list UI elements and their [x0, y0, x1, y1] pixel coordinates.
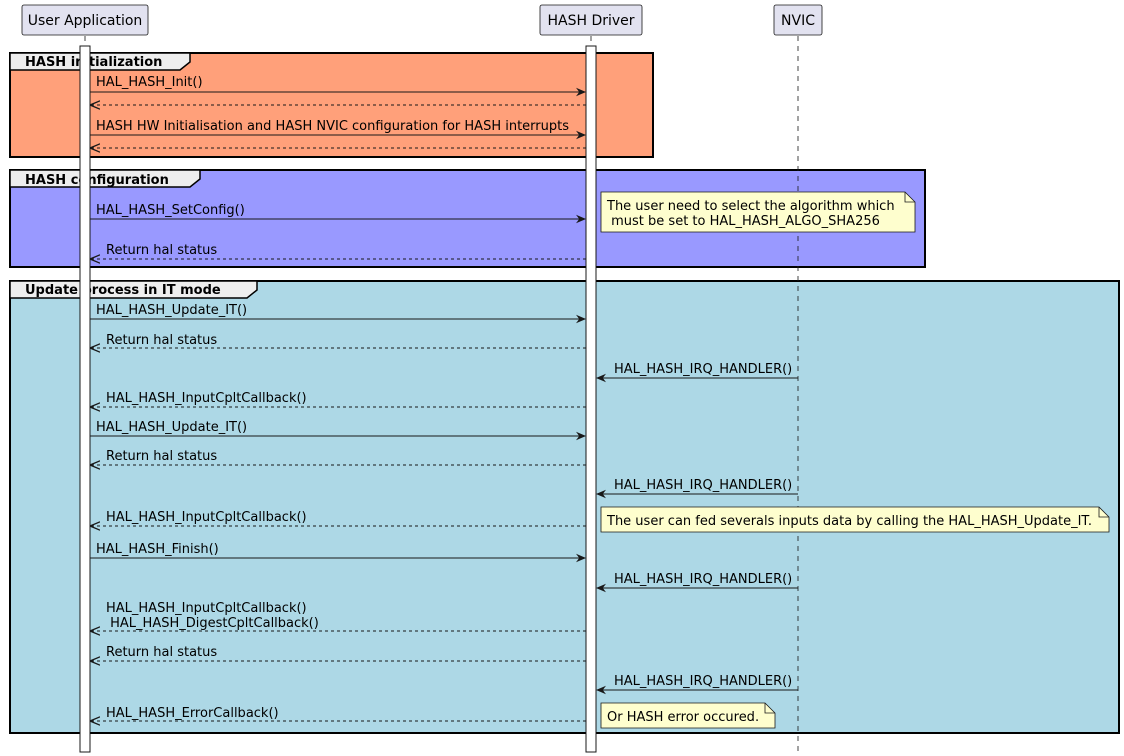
message-label: Return hal status	[106, 645, 217, 660]
message-label: HAL_HASH_InputCpltCallback()	[106, 391, 307, 406]
note-multiple-inputs: The user can fed severals inputs data by…	[600, 506, 1110, 533]
activation-bar-app	[79, 45, 91, 753]
message-hw-init-call: HASH HW Initialisation and HASH NVIC con…	[90, 119, 586, 140]
message-label: HAL_HASH_IRQ_HANDLER()	[614, 362, 792, 377]
message-update-call-1: HAL_HASH_Update_IT()	[90, 303, 586, 324]
note-algorithm-line-1: The user need to select the algorithm wh…	[606, 199, 895, 214]
participant-drv-label: HASH Driver	[547, 13, 634, 29]
message-irq-4: HAL_HASH_IRQ_HANDLER()	[596, 674, 798, 695]
message-finish-call: HAL_HASH_Finish()	[90, 542, 586, 563]
message-label: HAL_HASH_InputCpltCallback()	[106, 510, 307, 525]
group-init-title: HASH initialization	[25, 55, 162, 70]
message-label: HAL_HASH_SetConfig()	[96, 203, 245, 218]
group-update-title-tab: Update process in IT mode	[9, 280, 258, 299]
message-setconfig-return: Return hal status	[91, 243, 586, 259]
activation-bar-drv	[585, 45, 597, 753]
participant-drv: HASH Driver	[539, 4, 643, 36]
message-label: HAL_HASH_Finish()	[96, 542, 219, 557]
note-algorithm-line-2: must be set to HAL_HASH_ALGO_SHA256	[607, 214, 880, 229]
note-error-text: Or HASH error occured.	[607, 710, 759, 725]
message-update-return-1: Return hal status	[91, 333, 586, 348]
message-finish-return: Return hal status	[91, 645, 586, 661]
group-config-title-tab: HASH configuration	[9, 169, 201, 188]
message-error-callback: HAL_HASH_ErrorCallback()	[91, 706, 586, 721]
message-label: HAL_HASH_IRQ_HANDLER()	[614, 478, 792, 493]
message-label-line-2: HAL_HASH_DigestCpltCallback()	[106, 616, 319, 631]
message-label: Return hal status	[106, 333, 217, 348]
message-irq-3: HAL_HASH_IRQ_HANDLER()	[596, 572, 798, 593]
group-update-title: Update process in IT mode	[25, 283, 221, 298]
message-label: HAL_HASH_Update_IT()	[96, 420, 247, 435]
note-algorithm: The user need to select the algorithm wh…	[600, 191, 916, 233]
message-update-return-2: Return hal status	[91, 449, 586, 465]
note-multiple-inputs-text: The user can fed severals inputs data by…	[606, 514, 1092, 529]
message-irq-1: HAL_HASH_IRQ_HANDLER()	[596, 362, 798, 383]
note-error: Or HASH error occured.	[600, 702, 776, 729]
message-label: Return hal status	[106, 243, 217, 258]
message-label: HAL_HASH_IRQ_HANDLER()	[614, 572, 792, 587]
message-label: HASH HW Initialisation and HASH NVIC con…	[96, 119, 569, 134]
participant-nvic: NVIC	[773, 4, 823, 36]
group-config-title: HASH configuration	[25, 173, 169, 188]
message-label: Return hal status	[106, 449, 217, 464]
participant-app-label: User Application	[28, 13, 143, 29]
group-init-title-tab: HASH initialization	[9, 52, 191, 71]
message-label: HAL_HASH_ErrorCallback()	[106, 706, 279, 721]
participant-nvic-label: NVIC	[781, 13, 815, 29]
message-inputcplt-2: HAL_HASH_InputCpltCallback()	[91, 510, 586, 526]
message-label: HAL_HASH_InputCpltCallback()	[106, 601, 307, 616]
message-digest-callbacks: HAL_HASH_InputCpltCallback() HAL_HASH_Di…	[91, 601, 586, 631]
message-label: HAL_HASH_IRQ_HANDLER()	[614, 674, 792, 689]
message-inputcplt-1: HAL_HASH_InputCpltCallback()	[91, 391, 586, 407]
participant-app: User Application	[21, 4, 149, 36]
message-label: HAL_HASH_Update_IT()	[96, 303, 247, 318]
message-irq-2: HAL_HASH_IRQ_HANDLER()	[596, 478, 798, 499]
message-label: HAL_HASH_Init()	[96, 75, 203, 90]
message-update-call-2: HAL_HASH_Update_IT()	[90, 420, 586, 441]
message-init-call: HAL_HASH_Init()	[90, 75, 586, 97]
message-setconfig-call: HAL_HASH_SetConfig()	[90, 203, 586, 224]
